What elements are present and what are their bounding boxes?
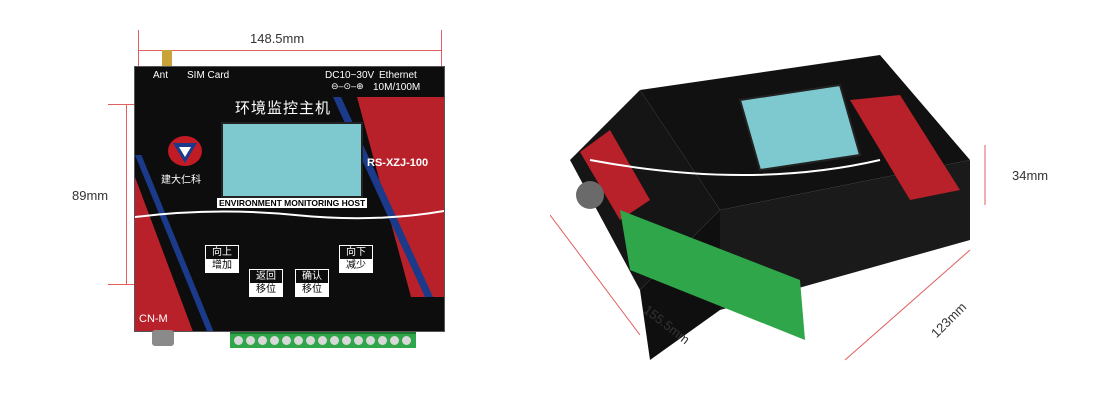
sim-label: SIM Card <box>187 70 230 81</box>
back-button[interactable]: 返回 移位 <box>249 269 283 297</box>
screw <box>246 336 255 345</box>
antenna-stub <box>162 50 172 66</box>
screw <box>354 336 363 345</box>
screw <box>402 336 411 345</box>
side-face <box>720 160 970 310</box>
front-view-device: Ant SIM Card DC10~30V Ethernet 10M/100M … <box>134 66 445 332</box>
ant-label: Ant <box>153 70 169 81</box>
connector-perspective <box>576 181 604 209</box>
lcd-screen <box>221 122 363 198</box>
terminal-block-perspective <box>620 210 805 340</box>
red-stripe-right <box>850 95 960 200</box>
screw <box>342 336 351 345</box>
red-stripe <box>580 130 650 220</box>
back-bottom-label: 移位 <box>250 283 282 296</box>
dim-left-tick-top <box>108 104 136 105</box>
connector-label: CN-M <box>139 313 168 325</box>
dim-height-left: 89mm <box>72 188 109 203</box>
ethernet-label: Ethernet <box>379 70 417 81</box>
dim-width-top: 148.5mm <box>250 31 305 46</box>
white-wave-perspective <box>589 159 881 176</box>
down-button[interactable]: 向下 减少 <box>339 245 373 273</box>
down-top-label: 向下 <box>346 247 366 258</box>
dim-depth-right: 34mm <box>1012 168 1049 183</box>
dim-line-length <box>550 214 641 336</box>
ok-top-label: 确认 <box>302 271 322 282</box>
down-bottom-label: 减少 <box>340 259 372 272</box>
power-label: DC10~30V <box>325 70 375 81</box>
cn-m-connector <box>152 330 174 346</box>
up-button[interactable]: 向上 增加 <box>205 245 239 273</box>
red-stripe-left <box>135 177 195 331</box>
device-subtitle: ENVIRONMENT MONITORING HOST <box>217 198 368 208</box>
speed-label: 10M/100M <box>373 82 421 93</box>
screw <box>294 336 303 345</box>
screw <box>318 336 327 345</box>
screw <box>366 336 375 345</box>
white-wave-line <box>135 210 444 220</box>
screw <box>282 336 291 345</box>
screw <box>330 336 339 345</box>
brand-name: 建大仁科 <box>161 175 201 186</box>
model-label: RS-XZJ-100 <box>367 157 429 169</box>
dim-top-tick-left <box>138 30 139 66</box>
perspective-view-device <box>550 55 986 361</box>
back-top-label: 返回 <box>256 271 276 282</box>
dim-top-tick-right <box>441 30 442 66</box>
up-bottom-label: 增加 <box>206 259 238 272</box>
screw <box>270 336 279 345</box>
screw <box>306 336 315 345</box>
lcd-screen-perspective <box>738 83 862 172</box>
screw <box>378 336 387 345</box>
screw <box>390 336 399 345</box>
screw <box>258 336 267 345</box>
dim-left-line <box>126 104 127 284</box>
dim-line-width <box>844 249 971 361</box>
device-title: 环境监控主机 <box>235 99 332 117</box>
screw <box>234 336 243 345</box>
dim-left-tick-bottom <box>108 284 136 285</box>
brand-logo-icon <box>168 136 202 166</box>
dim-top-line <box>138 50 442 51</box>
up-top-label: 向上 <box>212 247 232 258</box>
ok-bottom-label: 移位 <box>296 283 328 296</box>
ok-button[interactable]: 确认 移位 <box>295 269 329 297</box>
terminal-block <box>230 332 416 348</box>
power-symbol-icon: ⊖‒⊙‒⊕ <box>331 81 364 91</box>
